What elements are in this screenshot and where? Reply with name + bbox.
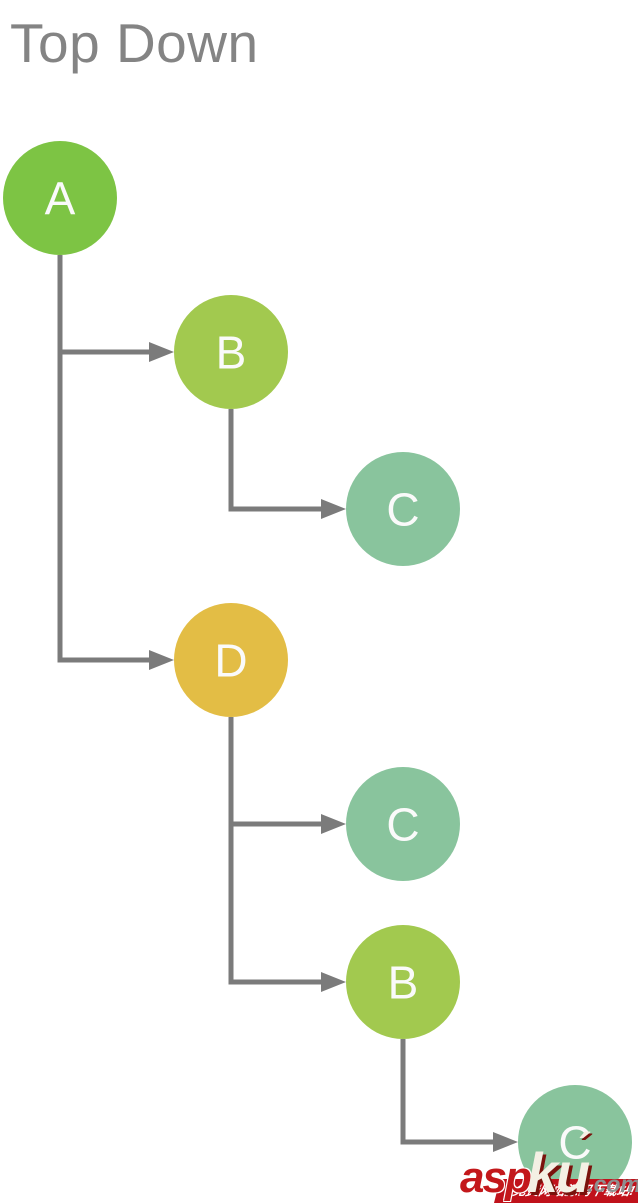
node-label-A: A: [45, 173, 76, 225]
arrowhead-B1-C1: [321, 499, 346, 519]
page-title: Top Down: [10, 12, 259, 74]
edge-D1-C2: [228, 717, 324, 827]
node-label-C3: C: [558, 1117, 591, 1169]
tree-node-C1[interactable]: C: [346, 452, 460, 566]
watermark-brand-domain: .com: [587, 1171, 638, 1197]
tree-node-C2[interactable]: C: [346, 767, 460, 881]
watermark: 免费网站源码下载站! asp ku ´ .com: [452, 1124, 638, 1204]
edge-D1-B2: [228, 717, 324, 985]
tree-node-A[interactable]: A: [3, 141, 117, 255]
watermark-brand-asp: asp: [460, 1153, 532, 1202]
node-label-D1: D: [214, 635, 247, 687]
watermark-brand-ku: ku: [526, 1141, 590, 1204]
edge-A-B1: [57, 255, 152, 355]
watermark-brand: asp ku ´ .com: [460, 1124, 638, 1204]
tree-node-D1[interactable]: D: [174, 603, 288, 717]
tree-node-C3[interactable]: C: [518, 1085, 632, 1199]
node-circle-B1: [174, 295, 288, 409]
node-circle-B2: [346, 925, 460, 1039]
watermark-brand-accent-mark: ´: [578, 1124, 592, 1171]
edge-B2-C3: [400, 1039, 496, 1145]
node-circle-D1: [174, 603, 288, 717]
arrowhead-A-D1: [149, 650, 174, 670]
node-circle-C3: [518, 1085, 632, 1199]
node-circle-A: [3, 141, 117, 255]
edge-A-D1: [57, 255, 152, 663]
node-circle-C1: [346, 452, 460, 566]
tree-node-B2[interactable]: B: [346, 925, 460, 1039]
tree-node-B1[interactable]: B: [174, 295, 288, 409]
node-label-B1: B: [216, 327, 247, 379]
arrowhead-B2-C3: [493, 1132, 518, 1152]
node-circle-C2: [346, 767, 460, 881]
arrowhead-D1-C2: [321, 814, 346, 834]
node-label-C1: C: [386, 484, 419, 536]
edge-B1-C1: [228, 409, 324, 512]
node-label-B2: B: [388, 957, 419, 1009]
arrowhead-A-B1: [149, 342, 174, 362]
node-label-C2: C: [386, 799, 419, 851]
arrowhead-D1-B2: [321, 972, 346, 992]
